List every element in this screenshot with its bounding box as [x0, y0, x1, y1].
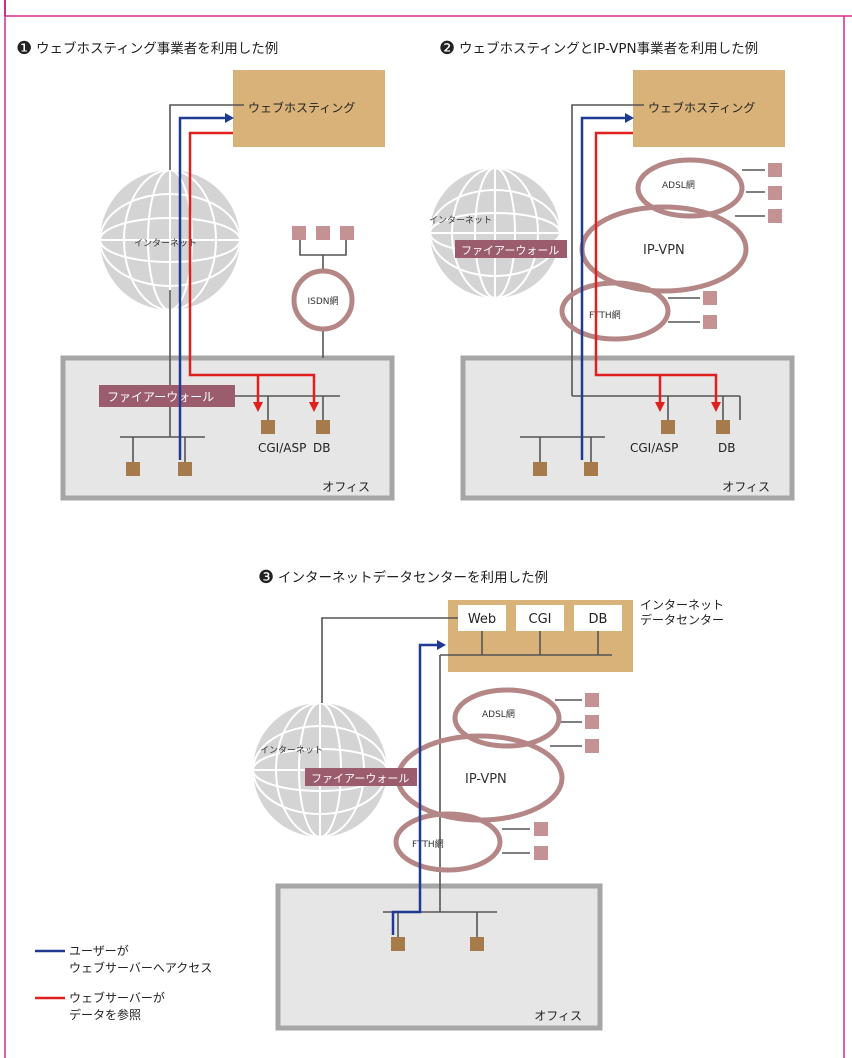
user-access-arrowhead: [225, 113, 234, 123]
ftth-label: FTTH網: [412, 838, 444, 850]
adsl-label: ADSL網: [482, 708, 515, 720]
user-access-arrowhead: [437, 640, 446, 650]
diagram-3-number: ❸: [258, 567, 274, 588]
terminal: [292, 226, 306, 240]
terminal: [703, 315, 717, 329]
db-server: [316, 420, 330, 434]
pc-terminal: [178, 462, 192, 476]
terminal: [768, 209, 782, 223]
internet-globe: インターネット: [100, 170, 240, 310]
diagram-1-number: ❶: [16, 38, 32, 59]
diagram-3-title: インターネットデータセンターを利用した例: [278, 569, 548, 586]
firewall-label: ファイアーウォール: [107, 390, 214, 404]
firewall-label: ファイアーウォール: [311, 772, 409, 785]
internet-label: インターネット: [260, 745, 323, 756]
ipvpn-label: IP-VPN: [465, 772, 507, 787]
pc-terminal: [470, 937, 484, 951]
pc-terminal: [391, 937, 405, 951]
adsl-label: ADSL網: [662, 179, 695, 191]
legend-red-line-1: ウェブサーバーが: [69, 990, 165, 1005]
cgi-server: [661, 420, 675, 434]
diagram-1-title: ウェブホスティング事業者を利用した例: [36, 40, 278, 57]
cgi-server: [261, 420, 275, 434]
legend-red-line-2: データを参照: [69, 1007, 141, 1022]
office-label: オフィス: [722, 480, 770, 494]
internet-globe: インターネット: [429, 168, 560, 298]
db-label: DB: [589, 612, 608, 627]
web-label: Web: [468, 612, 496, 627]
pc-terminal: [584, 462, 598, 476]
isdn-label: ISDN網: [307, 295, 338, 307]
diagram-2-number: ❷: [439, 38, 455, 59]
terminal: [585, 693, 599, 707]
data-center-label-1: インターネット: [640, 598, 724, 612]
diagram-3: ❸ インターネットデータセンターを利用した例 オフィス インターネット Web …: [253, 567, 724, 1028]
office-box: [63, 358, 392, 498]
office-box: [278, 886, 600, 1028]
terminal: [768, 163, 782, 177]
legend-blue-line-2: ウェブサーバーへアクセス: [69, 960, 212, 975]
diagram-2-title: ウェブホスティングとIP-VPN事業者を利用した例: [459, 40, 758, 57]
office-label: オフィス: [322, 480, 370, 494]
ftth-label: FTTH網: [589, 309, 621, 321]
db-label: DB: [718, 441, 735, 455]
terminal: [534, 822, 548, 836]
terminal: [340, 226, 354, 240]
internet-label: インターネット: [429, 215, 492, 226]
terminal: [585, 739, 599, 753]
ipvpn-label: IP-VPN: [643, 243, 685, 258]
firewall-label: ファイアーウォール: [461, 244, 559, 257]
web-hosting-label: ウェブホスティング: [648, 100, 755, 115]
user-access-arrowhead: [625, 113, 634, 123]
legend-blue-line-1: ユーザーが: [69, 943, 129, 958]
office-label: オフィス: [534, 1009, 582, 1023]
terminal: [316, 226, 330, 240]
pc-terminal: [126, 462, 140, 476]
pc-terminal: [533, 462, 547, 476]
web-hosting-label: ウェブホスティング: [248, 100, 355, 115]
legend: ユーザーが ウェブサーバーへアクセス ウェブサーバーが データを参照: [35, 943, 212, 1022]
db-label: DB: [313, 441, 330, 455]
terminal: [534, 846, 548, 860]
cgi-label: CGI/ASP: [630, 441, 678, 455]
internet-label: インターネット: [134, 238, 197, 249]
diagram-1: ❶ ウェブホスティング事業者を利用した例 オフィス インターネット ウェブホステ…: [16, 38, 392, 498]
terminal: [585, 715, 599, 729]
cgi-label: CGI: [529, 612, 552, 627]
terminal: [768, 186, 782, 200]
terminal: [703, 291, 717, 305]
office-box: [463, 358, 792, 498]
data-center-label-2: データセンター: [640, 612, 724, 627]
db-server: [716, 420, 730, 434]
diagram-2: ❷ ウェブホスティングとIP-VPN事業者を利用した例 オフィス インターネット…: [429, 38, 792, 498]
cgi-label: CGI/ASP: [258, 441, 306, 455]
